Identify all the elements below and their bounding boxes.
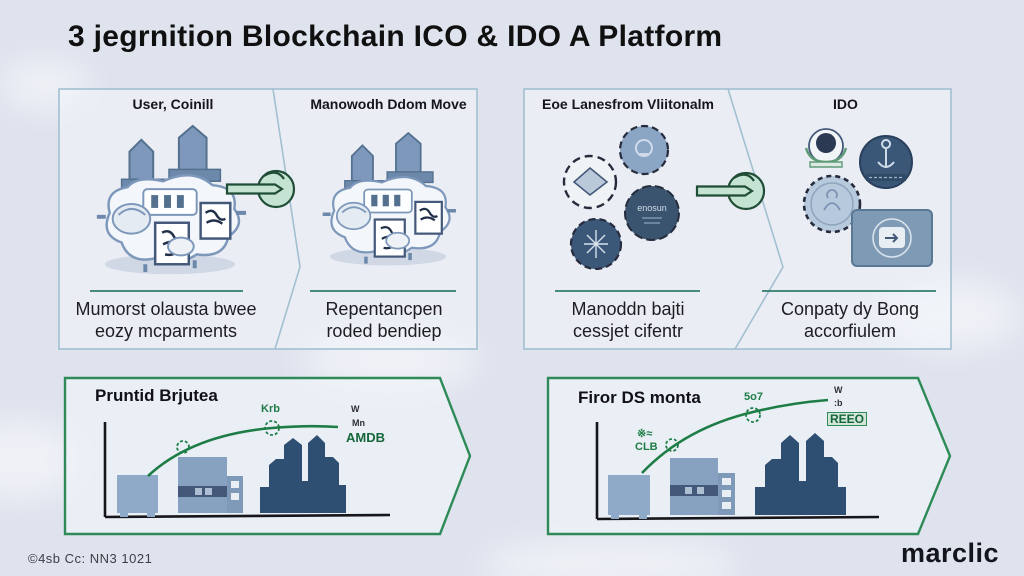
curve-label-start2: CLB — [635, 441, 658, 453]
section-header-lanesfrom: Eoe Lanesfrom Vliitonalm — [542, 96, 714, 112]
machine-illustration-icon — [313, 126, 463, 276]
page-title: 3 jegrnition Blockchain ICO & IDO A Plat… — [68, 20, 723, 53]
caption-ido-section: Conpaty dy Bong accorfiulem — [780, 299, 920, 341]
curve-badge-amdb: AMDB — [346, 430, 385, 445]
curve-label-end2: Mn — [352, 418, 365, 428]
right-arrow-icon — [225, 166, 301, 210]
cloud-decoration — [480, 540, 740, 576]
brand-logo: marclic — [901, 538, 1000, 568]
chart-title-right: Firor DS monta — [578, 388, 701, 407]
caption-tokens-section: Manoddn bajti cessjet cifentr — [571, 299, 685, 341]
svg-text:enosun: enosun — [637, 203, 667, 213]
curve-label-mid: 5o7 — [744, 391, 763, 403]
footer-copyright: ©4sb Cc: NN3 1021 — [28, 551, 153, 566]
curve-label-mid: Krb — [261, 403, 280, 415]
panel-growth-chart-left: Pruntid Brjutea Krb W Mn AMDB — [62, 375, 474, 537]
section-header-ido: IDO — [833, 96, 858, 112]
caption-user-section: Mumorst olausta bwee eozy mcparments — [75, 299, 257, 341]
chart-graphic — [63, 376, 472, 536]
ido-emblems-icon — [802, 128, 933, 267]
chart-title-left: Pruntid Brjutea — [95, 386, 218, 405]
panel-tokens-to-ido: Eoe Lanesfrom Vliitonalm IDO enosun — [523, 88, 952, 350]
section-header-user-coinill: User, Coinill — [132, 96, 214, 112]
curve-badge-reeo: REEO — [827, 412, 868, 426]
panel-growth-chart-right: Firor DS monta ※≈ CLB 5o7 W :b REEO — [545, 375, 957, 537]
panel-user-to-move: User, Coinill Manowodh Ddom Move Mumorst… — [58, 88, 478, 350]
curve-label-end1: W — [834, 385, 843, 395]
curve-label-end2: :b — [834, 398, 843, 408]
curve-label-start1: ※≈ — [637, 428, 653, 440]
right-arrow-icon — [695, 168, 771, 212]
section-header-manowodh: Manowodh Ddom Move — [310, 96, 467, 112]
caption-move-section: Repentancpen roded bendiep — [325, 299, 443, 341]
curve-label-end1: W — [351, 404, 360, 414]
token-coins-icon: enosun — [562, 124, 680, 270]
